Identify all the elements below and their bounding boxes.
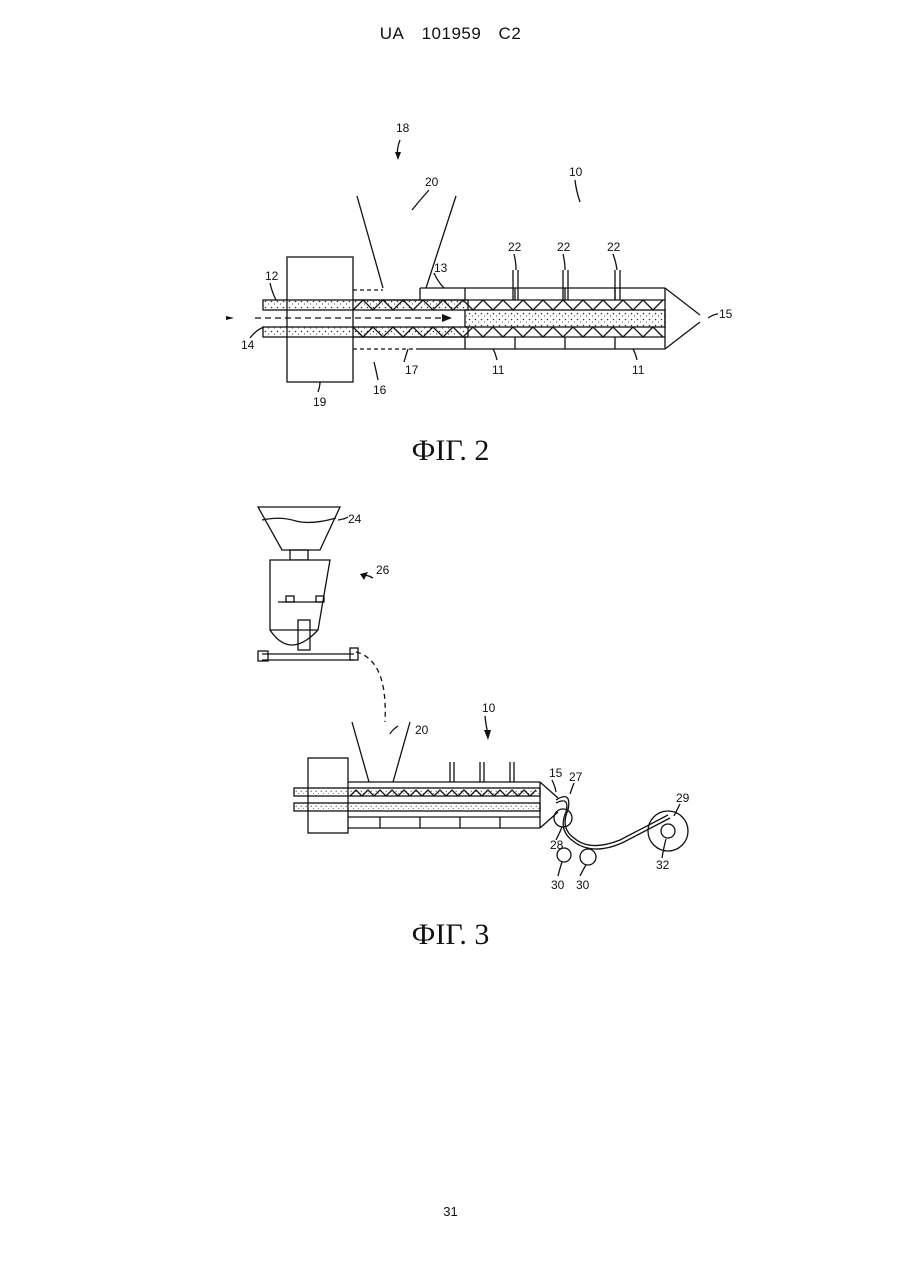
- roll-30b: [580, 849, 596, 865]
- label-24: 24: [348, 512, 362, 526]
- label-15: 15: [719, 307, 733, 321]
- label-27: 27: [569, 770, 583, 784]
- label-10: 10: [569, 165, 583, 179]
- label-14: 14: [241, 338, 255, 352]
- figure-2-extruder-drawing: 18 20 10 22 22 22 12 13 15 14 17 11 11 1…: [0, 0, 901, 430]
- label-30a: 30: [551, 878, 565, 892]
- label-18: 18: [396, 121, 410, 135]
- label-11a: 11: [492, 363, 505, 377]
- label-19: 19: [313, 395, 327, 409]
- label-15-fig3: 15: [549, 766, 563, 780]
- label-17: 17: [405, 363, 419, 377]
- figure-3-caption: ФІГ. 3: [0, 918, 901, 952]
- label-22c: 22: [607, 240, 621, 254]
- figure-2-caption: ФІГ. 2: [0, 434, 901, 468]
- page-number: 31: [0, 1204, 901, 1219]
- label-16: 16: [373, 383, 387, 397]
- label-20-fig3: 20: [415, 723, 429, 737]
- label-22b: 22: [557, 240, 571, 254]
- motor-block: [287, 257, 353, 382]
- label-11b: 11: [632, 363, 645, 377]
- melt-zone: [465, 310, 665, 327]
- wind-roll-29: [648, 811, 688, 851]
- label-13: 13: [434, 261, 448, 275]
- figure-3-line-drawing: 24 26 10 20 15 27 29 28 30 30 32: [0, 490, 901, 920]
- label-32: 32: [656, 858, 670, 872]
- feeder-hopper: [258, 507, 340, 550]
- label-22a: 22: [508, 240, 522, 254]
- label-29: 29: [676, 791, 690, 805]
- label-26: 26: [376, 563, 390, 577]
- label-20: 20: [425, 175, 439, 189]
- label-10-fig3: 10: [482, 701, 496, 715]
- label-28: 28: [550, 838, 564, 852]
- label-30b: 30: [576, 878, 590, 892]
- label-12: 12: [265, 269, 279, 283]
